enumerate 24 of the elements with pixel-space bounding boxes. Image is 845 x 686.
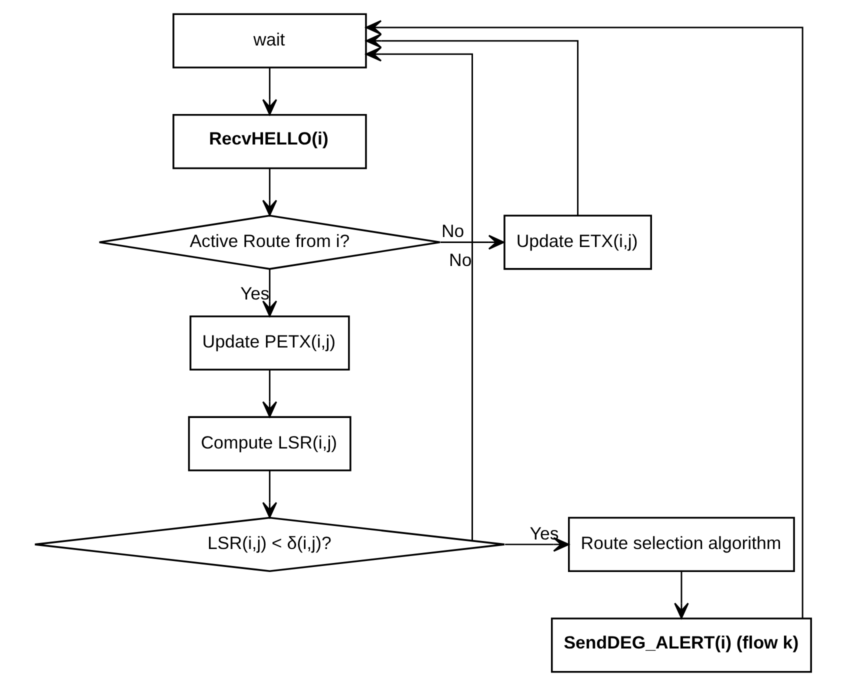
arrow [674,571,688,619]
node-box: Route selection algorithm [568,516,794,572]
node-box: wait [172,13,366,68]
arrow [440,234,504,250]
node-box: Update ETX(i,j) [503,214,652,270]
node-diamond: Active Route from i? [98,214,440,270]
arrow [262,269,277,317]
node-box: Compute LSR(i,j) [188,416,351,472]
edge-label: Yes [529,523,558,544]
arrow [262,168,277,216]
arrow [364,46,472,541]
arrow [262,68,277,116]
node-box: Update PETX(i,j) [189,315,350,371]
node-box: SendDEG_ALERT(i) (flow k) [550,618,812,673]
arrow [504,537,569,552]
arrow [262,470,277,518]
edge-label: Yes [240,283,269,304]
edge-label: No [448,250,472,270]
arrow [365,33,578,216]
arrow [364,20,803,618]
edge-label: No [440,221,464,242]
node-diamond: LSR(i,j) < δ(i,j)? [34,516,505,572]
arrow [262,370,277,418]
node-box: RecvHELLO(i) [172,114,366,170]
